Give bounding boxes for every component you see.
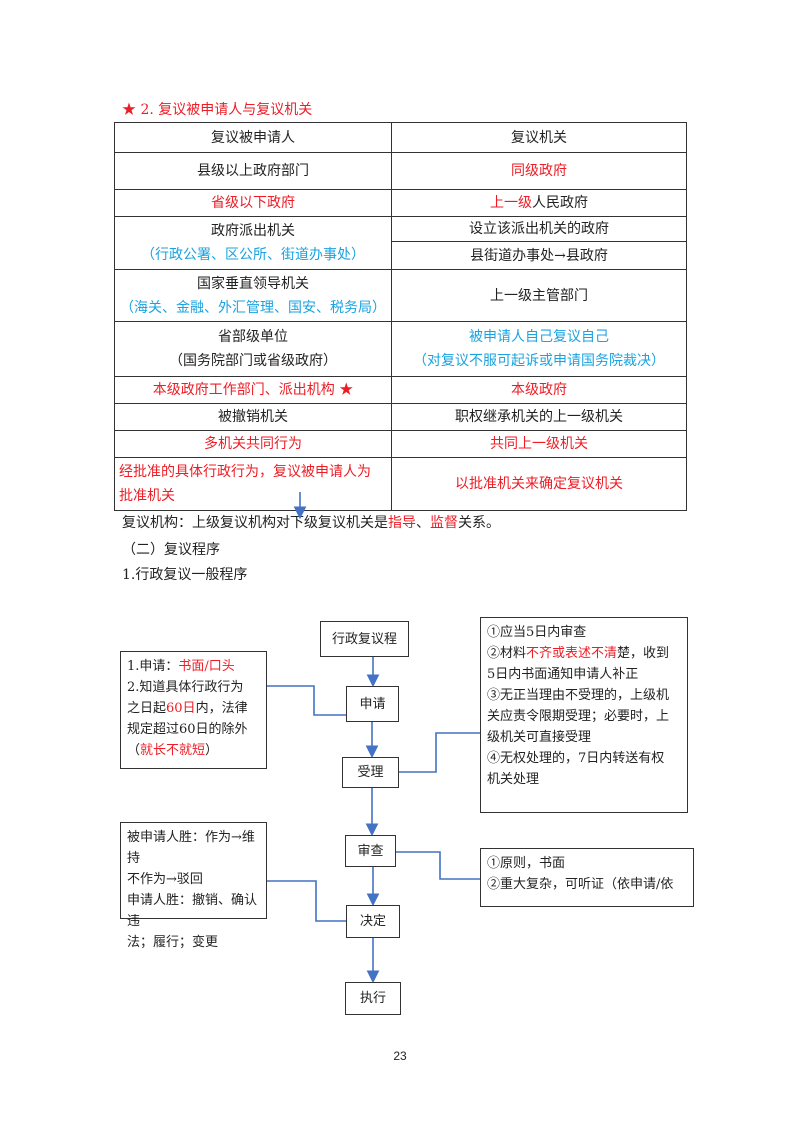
note-line: 关应责令限期受理；必要时，上 (487, 709, 670, 724)
cell-organ: 以批准机关来确定复议机关 (391, 457, 687, 511)
note-line: ④无权处理的，7日内转送有权 (487, 751, 665, 766)
cell-organ-highlight: 上一级 (490, 195, 532, 211)
cell-organ-rest: 人民政府 (532, 195, 588, 211)
table-row: 政府派出机关 （行政公署、区公所、街道办事处） 设立该派出机关的政府 (114, 216, 687, 270)
table-row: 本级政府工作部门、派出机构 ★ 本级政府 (114, 376, 687, 404)
note-highlight: 书面/口头 (178, 659, 235, 674)
note-line: 之日起60日内，法律 (127, 698, 260, 719)
relation-keyword: 指导 (388, 515, 416, 531)
table-header-row: 复议被申请人 复议机关 (114, 122, 687, 153)
note-highlight: 就长不就短 (140, 743, 206, 758)
sub-sub-heading: 1.行政复议一般程序 (122, 567, 248, 583)
flow-node-apply: 申请 (346, 686, 399, 722)
cell-organ: 被申请人自己复议自己 （对复议不服可起诉或申请国务院裁决） (391, 321, 687, 377)
cell-respondent: 经批准的具体行政行为，复议被申请人为 批准机关 (114, 457, 392, 511)
note-accept: ①应当5日内审查 ②材料不齐或表述不清楚，收到 5日内书面通知申请人补正 ③无正… (480, 617, 688, 813)
cell-organ: 上一级人民政府 (391, 189, 687, 217)
cell-organ: 本级政府 (391, 376, 687, 404)
cell-line: 批准机关 (119, 488, 175, 504)
note-apply: 1.申请：书面/口头 2.知道具体行政行为 之日起60日内，法律 规定超过60日… (120, 651, 267, 769)
note-highlight: 60日 (166, 701, 196, 716)
cell-line: 被申请人自己复议自己 (469, 329, 609, 345)
note-text: 楚，收到 (617, 646, 670, 661)
note-line: 规定超过60日的除外 (127, 722, 248, 737)
relation-sep: 、 (416, 515, 430, 531)
relation-prefix: 复议机构：上级复议机构对下级复议机关是 (122, 515, 388, 531)
cell-respondent: 被撤销机关 (114, 403, 392, 431)
note-line: 1.申请：书面/口头 (127, 656, 260, 677)
cell-organ: 设立该派出机关的政府 (391, 216, 687, 242)
table-row: 国家垂直领导机关 （海关、金融、外汇管理、国安、税务局） 上一级主管部门 (114, 269, 687, 322)
section-title: ★ 2. 复议被申请人与复议机关 (122, 102, 313, 118)
cell-respondent: 国家垂直领导机关 （海关、金融、外汇管理、国安、税务局） (114, 269, 392, 322)
note-line: 法；履行；变更 (127, 935, 219, 950)
cell-respondent: 多机关共同行为 (114, 430, 392, 458)
flow-node-execute: 执行 (345, 982, 401, 1015)
relation-note: 复议机构：上级复议机构对下级复议机关是指导、监督关系。 (122, 512, 500, 532)
header-respondent: 复议被申请人 (114, 122, 392, 153)
header-organ: 复议机关 (391, 122, 687, 153)
cell-line: 政府派出机关 (211, 223, 295, 239)
note-line: 被申请人胜：作为→维持 (127, 830, 255, 866)
table-row: 多机关共同行为 共同上一级机关 (114, 430, 687, 458)
cell-line: 国家垂直领导机关 (197, 275, 309, 292)
cell-respondent: 省级以下政府 (114, 189, 392, 217)
note-decide: 被申请人胜：作为→维持 不作为→驳回 申请人胜：撤销、确认违 法；履行；变更 (120, 822, 267, 950)
note-line: ③无正当理由不受理的，上级机 (487, 688, 670, 703)
note-line: ②重大复杂，可听证（依申请/依 (487, 877, 674, 892)
note-line: ①原则，书面 (487, 856, 566, 871)
flow-node-accept: 受理 (342, 757, 399, 788)
cell-respondent: 本级政府工作部门、派出机构 ★ (114, 376, 392, 404)
cell-respondent: 县级以上政府部门 (114, 152, 392, 190)
note-text: ） (205, 743, 219, 758)
note-text: ②材料 (487, 646, 527, 661)
note-line: ①应当5日内审查 (487, 625, 587, 640)
sub-heading: （二）复议程序 (122, 542, 220, 558)
flow-node-decide: 决定 (346, 905, 400, 938)
cell-organ: 共同上一级机关 (391, 430, 687, 458)
flow-node-start: 行政复议程 (320, 621, 409, 657)
table-row: 县街道办事处→县政府 (115, 241, 687, 270)
note-review: ①原则，书面 ②重大复杂，可听证（依申请/依 (480, 848, 694, 907)
note-line: 级机关可直接受理 (487, 730, 592, 745)
note-text: 之日起 (127, 701, 167, 716)
cell-respondent: 政府派出机关 （行政公署、区公所、街道办事处） (114, 216, 392, 270)
note-line: 5日内书面通知申请人补正 (487, 667, 639, 682)
table-row: 省部级单位 （国务院部门或省级政府） 被申请人自己复议自己 （对复议不服可起诉或… (114, 321, 687, 377)
page-number: 23 (393, 1049, 407, 1063)
note-line: 申请人胜：撤销、确认违 (127, 893, 258, 929)
cell-organ: 职权继承机关的上一级机关 (391, 403, 687, 431)
cell-organ: 上一级主管部门 (391, 269, 687, 322)
note-line: 机关处理 (487, 772, 540, 787)
table-row: 被撤销机关 职权继承机关的上一级机关 (114, 403, 687, 431)
note-text: （ (127, 743, 141, 758)
table-row: 经批准的具体行政行为，复议被申请人为 批准机关 以批准机关来确定复议机关 (114, 457, 687, 511)
cell-respondent: 省部级单位 （国务院部门或省级政府） (114, 321, 392, 377)
note-text: 内，法律 (195, 701, 248, 716)
connector-review-note (396, 851, 480, 880)
flow-node-review: 审查 (345, 835, 396, 867)
connector-apply-note (266, 685, 346, 716)
connector-accept-note (399, 732, 480, 773)
connector-decide-note (266, 880, 346, 922)
table-row: 省级以下政府 上一级人民政府 (114, 189, 687, 217)
table-row: 县级以上政府部门 同级政府 (114, 152, 687, 190)
cell-organ: 同级政府 (391, 152, 687, 190)
relation-suffix: 关系。 (458, 515, 500, 531)
cell-line: 经批准的具体行政行为，复议被申请人为 (119, 464, 371, 480)
note-text: 1.申请： (127, 659, 179, 674)
note-line: 2.知道具体行政行为 (127, 680, 244, 695)
cell-line: （行政公署、区公所、街道办事处） (141, 247, 365, 263)
relation-keyword: 监督 (430, 515, 458, 531)
cell-line: （海关、金融、外汇管理、国安、税务局） (120, 299, 386, 316)
note-line: （就长不就短） (127, 740, 260, 761)
respondent-organ-table: 复议被申请人 复议机关 县级以上政府部门 同级政府 省级以下政府 上一级人民政府… (114, 122, 687, 511)
note-highlight: 不齐或表述不清 (526, 646, 618, 661)
cell-line: （国务院部门或省级政府） (169, 353, 337, 369)
note-line: 不作为→驳回 (127, 872, 203, 887)
cell-organ: 县街道办事处→县政府 (391, 241, 687, 270)
cell-line: 省部级单位 (218, 329, 288, 345)
note-line: ②材料不齐或表述不清楚，收到 (487, 643, 681, 664)
cell-line: （对复议不服可起诉或申请国务院裁决） (413, 353, 665, 369)
